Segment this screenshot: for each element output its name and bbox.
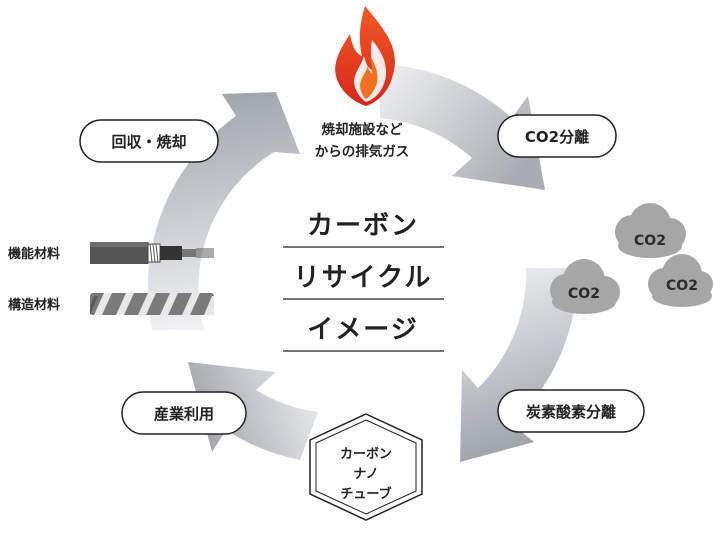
co2-cloud-left: CO2 [550,259,620,314]
stage-carbon-oxygen-separation: 炭素酸素分離 [497,389,645,433]
stage-collection: 回収・焼却 [79,119,219,163]
hexagon-line-1: カーボン [340,446,392,462]
stage-co2-separation: CO2分離 [497,114,617,158]
co2-cloud-right: CO2 [648,254,713,307]
center-line-3: イメージ [307,315,418,345]
stage-industrial-use: 産業利用 [121,391,247,435]
cloud-icon [615,203,686,258]
functional-material-label: 機能材料 [8,246,60,262]
co2-label-top: CO2 [634,233,666,249]
center-line-1: カーボン [307,211,419,241]
flame-icon [335,6,395,106]
cycle-arrow-top-right [380,64,545,190]
co2-label-right: CO2 [666,278,698,294]
carbon-separation-label: 炭素酸素分離 [526,403,616,421]
cycle-arrow-left-top [147,92,300,330]
center-line-2: リサイクル [294,263,433,293]
hexagon-line-2: ナノ [353,467,378,482]
structural-material-label: 構造材料 [8,297,60,313]
rope-icon [90,293,214,315]
industrial-use-label: 産業利用 [154,405,214,423]
cloud-icon [550,259,620,314]
cable-icon [90,242,214,264]
center-title: カーボン リサイクル イメージ [283,211,444,352]
co2-label-left: CO2 [568,286,600,302]
collection-label: 回収・焼却 [111,133,186,151]
carbon-nanotube-hexagon: カーボン ナノ チューブ [309,413,423,521]
functional-material: 機能材料 [8,242,214,264]
exhaust-label-line2: からの排気ガス [315,143,410,160]
exhaust-label-line1: 焼却施設など [322,121,403,138]
structural-material: 構造材料 [8,293,214,315]
co2-cloud-top: CO2 [615,203,686,258]
cloud-icon [648,254,713,307]
co2-separation-label: CO2分離 [525,128,589,146]
hexagon-line-3: チューブ [340,486,391,502]
cycle-arrow-right-bottom [460,268,579,462]
cycle-ring [147,64,579,462]
cycle-arrow-bottom-left [188,362,318,460]
